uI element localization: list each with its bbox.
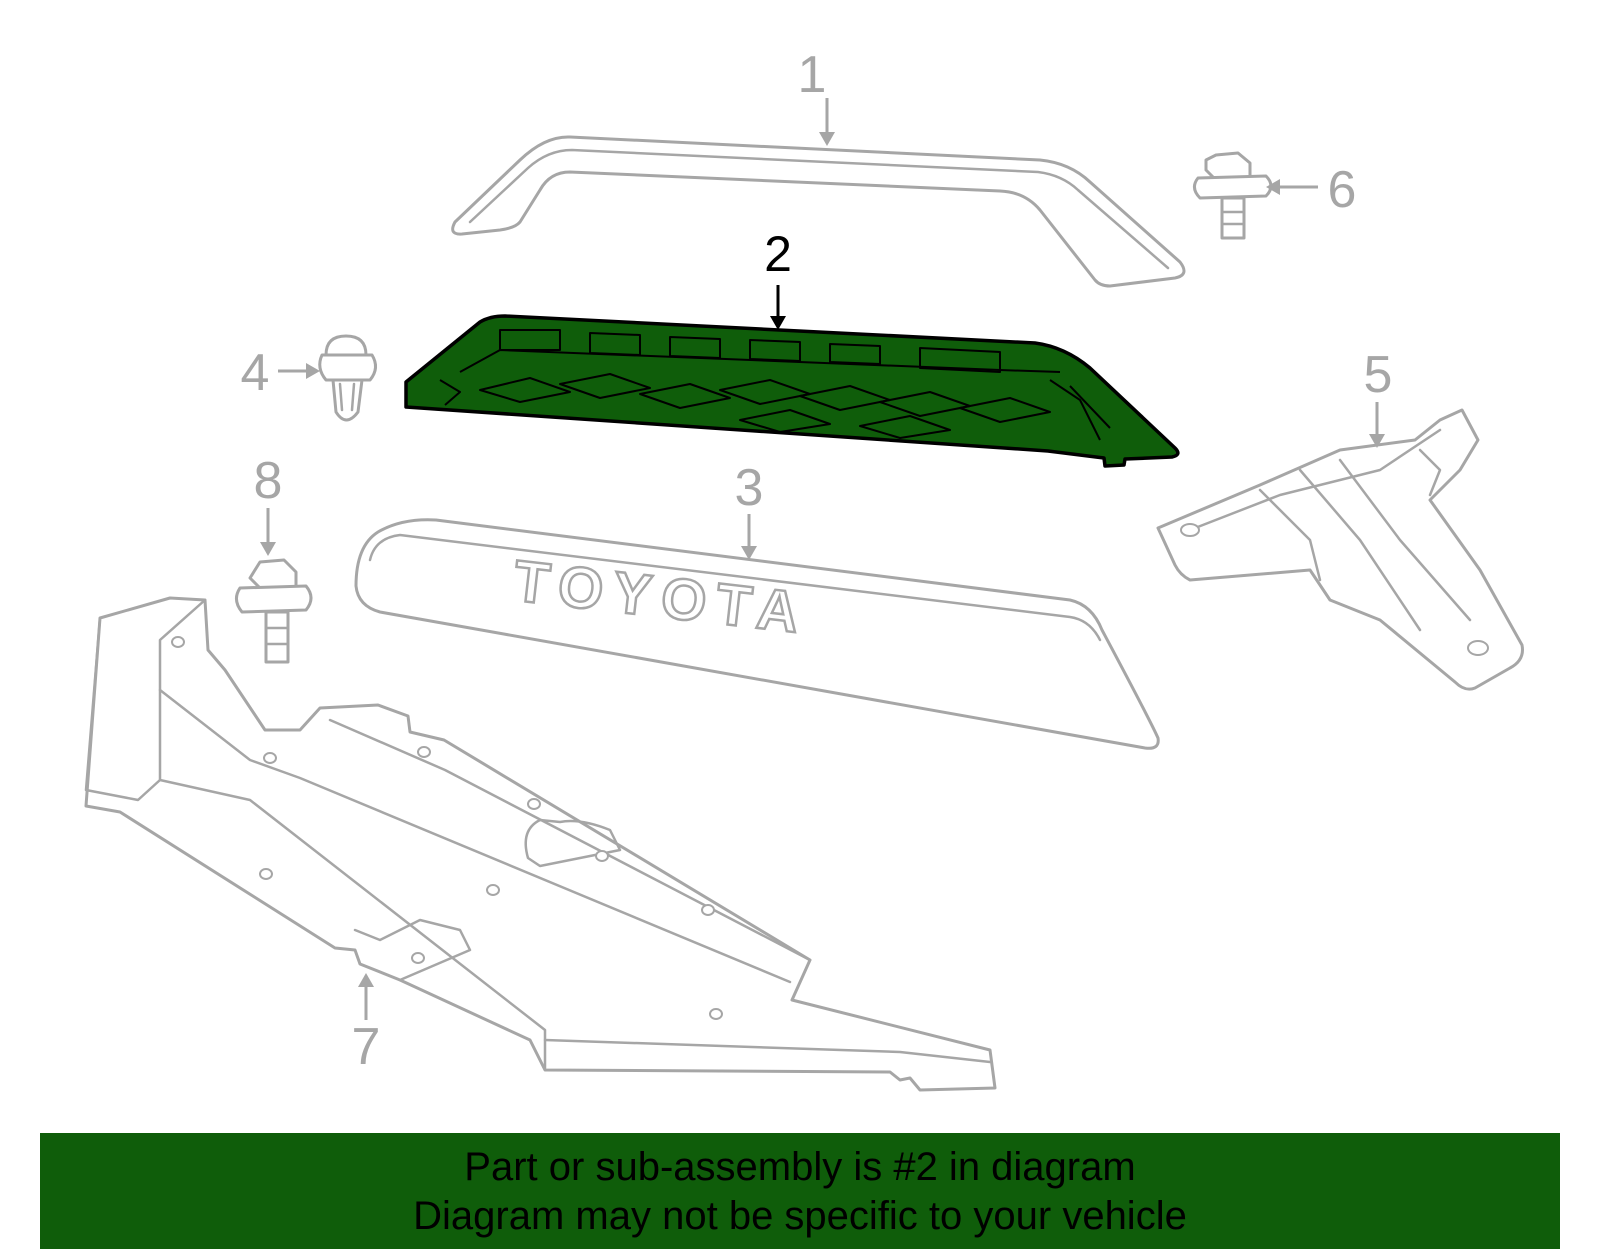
callout-8: 8: [254, 452, 283, 556]
info-banner: Part or sub-assembly is #2 in diagram Di…: [40, 1133, 1560, 1249]
callout-1-number: 1: [798, 46, 827, 104]
part-7-radiator-cover[interactable]: [84, 596, 997, 1092]
callout-5-number: 5: [1364, 346, 1393, 404]
callout-5: 5: [1364, 346, 1393, 448]
part-4-push-clip[interactable]: [318, 334, 377, 422]
part-1-upper-molding[interactable]: [451, 135, 1186, 288]
callout-8-number: 8: [254, 452, 283, 510]
part-2-grille-bracket[interactable]: [404, 314, 1180, 468]
callout-6-number: 6: [1328, 161, 1357, 219]
banner-line-part-number: Part or sub-assembly is #2 in diagram: [464, 1145, 1136, 1189]
callout-1: 1: [798, 46, 835, 146]
callout-2-number: 2: [764, 226, 792, 282]
part-5-side-bracket[interactable]: [1156, 408, 1524, 691]
banner-line-disclaimer: Diagram may not be specific to your vehi…: [413, 1194, 1187, 1238]
part-6-bolt[interactable]: [1193, 151, 1273, 240]
callout-3-number: 3: [735, 459, 764, 517]
callout-7: 7: [352, 973, 381, 1076]
callout-6: 6: [1266, 161, 1356, 219]
part-3-emblem-bar[interactable]: TOYOTA: [354, 518, 1160, 750]
callout-4: 4: [241, 344, 320, 402]
callout-3: 3: [735, 459, 764, 560]
part-8-bolt[interactable]: [235, 558, 313, 664]
callout-4-number: 4: [241, 344, 270, 402]
callout-2: 2: [764, 226, 792, 330]
callout-7-number: 7: [352, 1018, 381, 1076]
